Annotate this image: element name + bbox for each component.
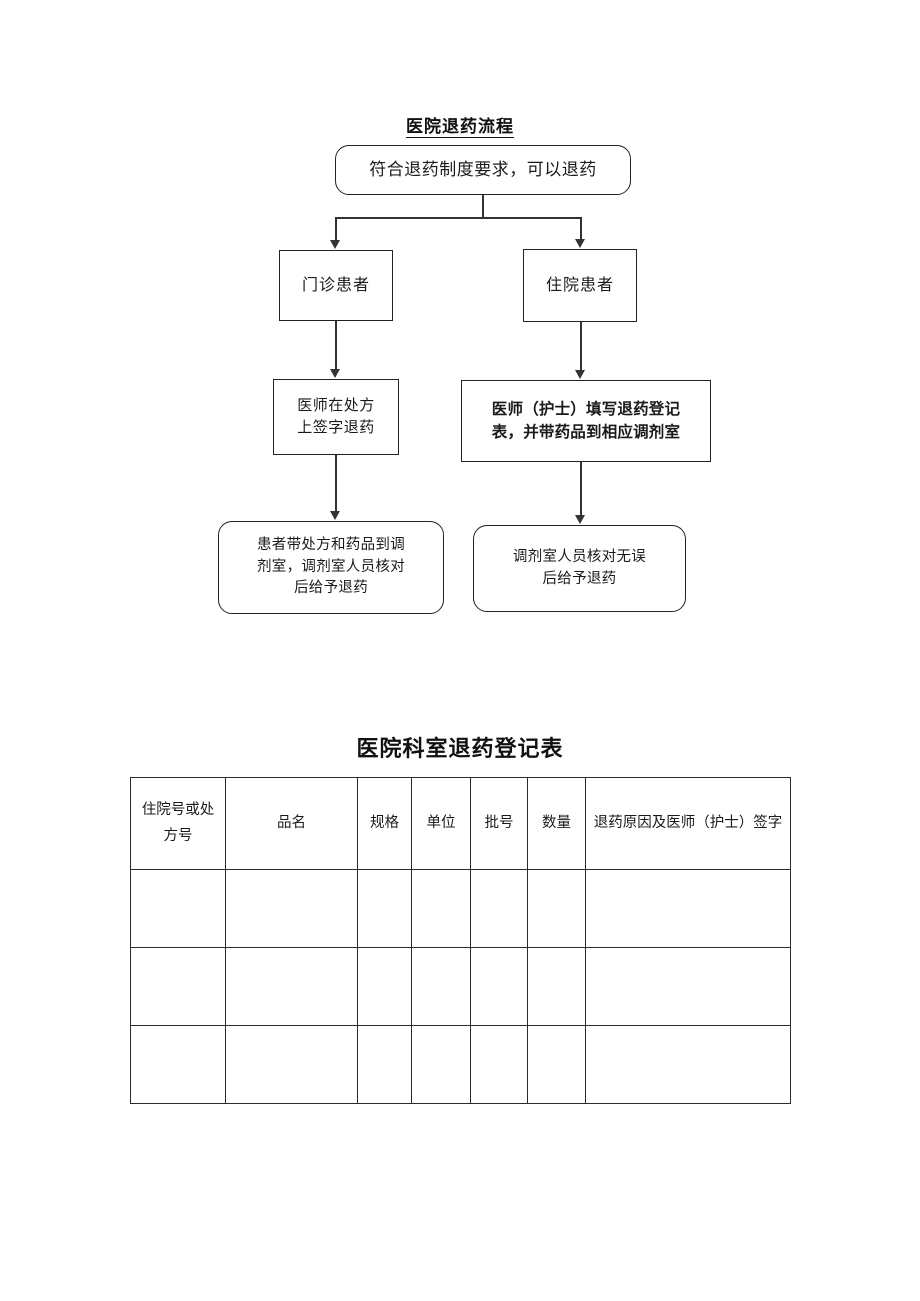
arrowhead-to-outpatient-return [330, 511, 340, 520]
table-cell[interactable] [585, 1025, 791, 1104]
flow-node-fill-form-label: 医师（护士）填写退药登记 表，并带药品到相应调剂室 [491, 400, 681, 441]
connector-outpatient-to-sign [335, 321, 337, 370]
table-cell[interactable] [527, 947, 586, 1026]
table-cell[interactable] [470, 947, 528, 1026]
table-row [130, 1025, 791, 1104]
table-header-cell: 退药原因及医师（护士）签字 [585, 777, 791, 870]
table-cell[interactable] [357, 947, 412, 1026]
flowchart-title: 医院退药流程 [0, 112, 920, 138]
table-cell[interactable] [357, 1025, 412, 1104]
table-cell[interactable] [130, 1025, 226, 1104]
table-cell[interactable] [411, 947, 471, 1026]
flow-node-start-label: 符合退药制度要求，可以退药 [369, 160, 597, 180]
flow-node-outpatient: 门诊患者 [279, 250, 393, 321]
table-cell[interactable] [527, 869, 586, 948]
table-cell[interactable] [130, 947, 226, 1026]
table-header-cell: 批号 [470, 777, 528, 870]
table-cell[interactable] [470, 1025, 528, 1104]
table-header-row: 住院号或处方号 品名 规格 单位 批号 数量 退药原因及医师（护士）签字 [130, 777, 791, 870]
table-cell[interactable] [470, 869, 528, 948]
table-header-cell: 住院号或处方号 [130, 777, 226, 870]
flow-node-inpatient-return: 调剂室人员核对无误 后给予退药 [473, 525, 686, 612]
arrowhead-to-inpatient-return [575, 515, 585, 524]
table-header-label: 退药原因及医师（护士）签字 [593, 814, 783, 831]
arrowhead-to-inpatient [575, 239, 585, 248]
table-header-cell: 规格 [357, 777, 412, 870]
table-header-label: 住院号或处方号 [141, 802, 215, 844]
table-cell[interactable] [130, 869, 226, 948]
table-cell[interactable] [527, 1025, 586, 1104]
connector-start-stem [482, 195, 484, 218]
table-header-label: 单位 [426, 814, 456, 831]
connector-branch-left [335, 217, 337, 241]
table-row [130, 869, 791, 948]
connector-form-to-return [580, 462, 582, 516]
connector-branch-right [580, 217, 582, 240]
table-cell[interactable] [585, 869, 791, 948]
connector-inpatient-to-form [580, 322, 582, 370]
table-header-cell: 数量 [527, 777, 586, 870]
table-title: 医院科室退药登记表 [356, 736, 564, 761]
flow-node-outpatient-label: 门诊患者 [301, 276, 370, 294]
flow-node-doctor-sign: 医师在处方 上签字退药 [273, 379, 399, 455]
flow-node-inpatient-label: 住院患者 [545, 276, 614, 294]
table-header-label: 规格 [370, 814, 399, 831]
flow-node-start: 符合退药制度要求，可以退药 [335, 145, 631, 195]
table-header-label: 数量 [542, 814, 571, 831]
table-cell[interactable] [411, 869, 471, 948]
table-header-cell: 品名 [225, 777, 358, 870]
flow-node-outpatient-return: 患者带处方和药品到调 剂室，调剂室人员核对 后给予退药 [218, 521, 444, 614]
flow-node-inpatient-return-label: 调剂室人员核对无误 后给予退药 [512, 548, 647, 587]
table-cell[interactable] [225, 1025, 358, 1104]
table-cell[interactable] [357, 869, 412, 948]
table-header-label: 批号 [484, 814, 514, 831]
arrowhead-to-doctor-sign [330, 369, 340, 378]
table-cell[interactable] [225, 869, 358, 948]
flow-node-doctor-sign-label: 医师在处方 上签字退药 [297, 397, 375, 437]
arrowhead-to-outpatient [330, 240, 340, 249]
table-row [130, 947, 791, 1026]
drug-return-register-table: 住院号或处方号 品名 规格 单位 批号 数量 退药原因及医师（护士）签字 [130, 777, 791, 1104]
table-header-label: 品名 [277, 814, 306, 831]
table-cell[interactable] [585, 947, 791, 1026]
connector-split-bar [335, 217, 581, 219]
flow-node-inpatient: 住院患者 [523, 249, 637, 322]
flowchart-title-text: 医院退药流程 [406, 117, 514, 138]
flow-node-outpatient-return-label: 患者带处方和药品到调 剂室，调剂室人员核对 后给予退药 [257, 536, 405, 597]
flow-node-fill-form: 医师（护士）填写退药登记 表，并带药品到相应调剂室 [461, 380, 711, 462]
arrowhead-to-fill-form [575, 370, 585, 379]
table-header-cell: 单位 [411, 777, 471, 870]
table-cell[interactable] [225, 947, 358, 1026]
connector-sign-to-return [335, 455, 337, 512]
table-cell[interactable] [411, 1025, 471, 1104]
